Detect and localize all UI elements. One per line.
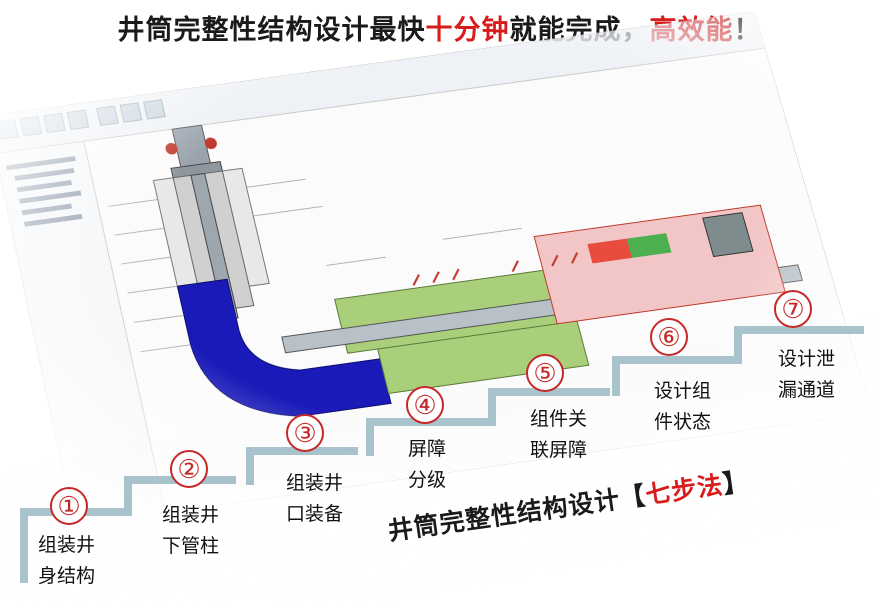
step-4-line2: 分级 [408, 469, 447, 491]
title-highlight-time: 十分钟 [425, 15, 510, 46]
step-bar-7 [734, 326, 864, 334]
step-bar-4-riser [366, 418, 374, 456]
step-3-label: 组装井 口装备 [286, 468, 343, 530]
step-1-number: ① [50, 487, 88, 525]
step-3-line1: 组装井 [286, 472, 344, 494]
toolbar-button-icon[interactable] [20, 117, 41, 136]
step-bar-2-riser [124, 476, 132, 516]
step-7-line2: 漏通道 [778, 379, 836, 401]
toolbar-button-icon[interactable] [0, 120, 18, 139]
step-3-number: ③ [286, 414, 324, 452]
step-bar-5-riser [488, 388, 496, 426]
step-bar-5 [488, 388, 610, 396]
step-6-line1: 设计组 [654, 380, 712, 402]
method-close: 】 [720, 466, 751, 499]
step-bar-6 [612, 356, 734, 364]
step-1-line1: 组装井 [38, 534, 96, 556]
step-2-number: ② [170, 450, 208, 488]
step-4-line1: 屏障 [408, 438, 447, 460]
method-highlight: 七步法 [643, 470, 725, 510]
step-5-label: 组件关 联屏障 [530, 404, 587, 466]
title-text-1: 井筒完整性结构设计最快 [117, 15, 426, 46]
step-bar-6-riser [612, 356, 620, 396]
step-4-label: 屏障 分级 [408, 434, 446, 496]
step-bar-7-riser [734, 326, 742, 364]
step-1-label: 组装井 身结构 [38, 530, 95, 592]
step-2-line1: 组装井 [162, 504, 220, 526]
step-7-line1: 设计泄 [778, 348, 836, 370]
toolbar-button-icon[interactable] [144, 100, 165, 119]
step-5-number: ⑤ [526, 354, 564, 392]
toolbar-button-icon[interactable] [44, 113, 65, 132]
step-7-number: ⑦ [774, 290, 812, 328]
step-bar-3-riser [246, 447, 254, 485]
step-6-label: 设计组 件状态 [654, 376, 711, 438]
step-7-label: 设计泄 漏通道 [778, 344, 835, 406]
step-2-label: 组装井 下管柱 [162, 500, 219, 562]
toolbar-button-icon[interactable] [120, 103, 141, 122]
step-3-line2: 口装备 [286, 503, 344, 525]
step-5-line2: 联屏障 [530, 439, 588, 461]
toolbar-button-icon[interactable] [97, 106, 118, 125]
step-1-line2: 身结构 [38, 565, 96, 587]
step-4-number: ④ [406, 386, 444, 424]
step-6-number: ⑥ [650, 318, 688, 356]
step-2-line2: 下管柱 [162, 535, 220, 557]
step-5-line1: 组件关 [530, 408, 588, 430]
toolbar-button-icon[interactable] [67, 110, 88, 129]
step-bar-1-riser [20, 508, 28, 583]
step-6-line2: 件状态 [654, 411, 712, 433]
